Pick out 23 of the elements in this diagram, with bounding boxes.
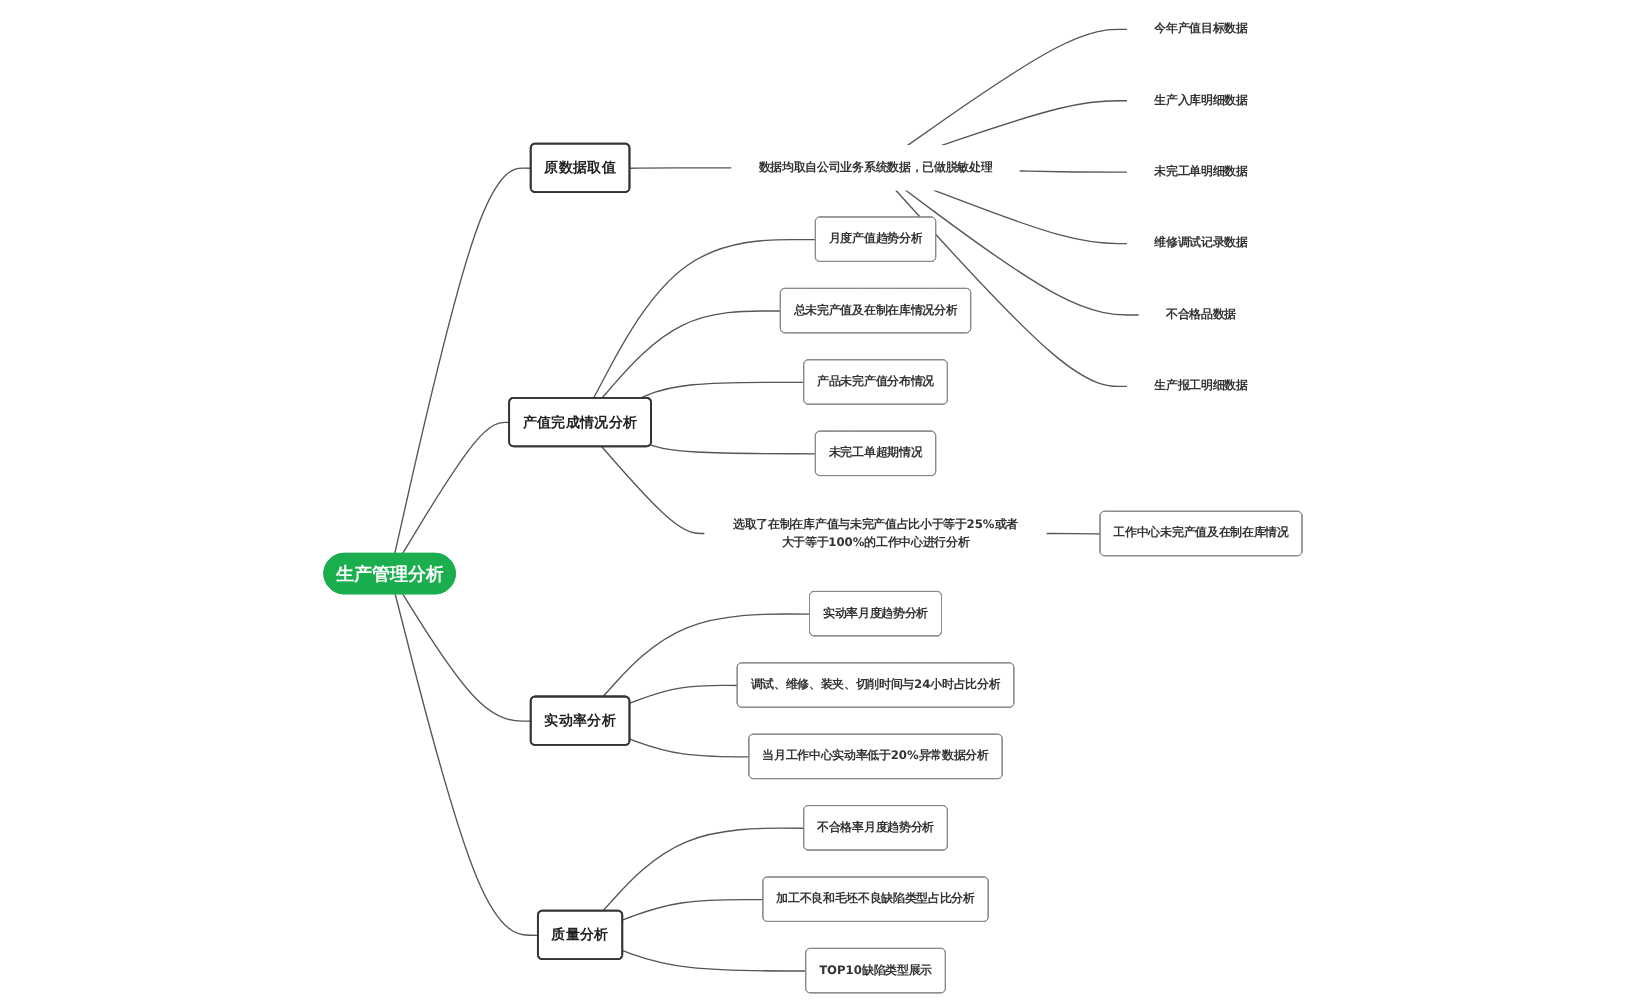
connector [629, 738, 750, 758]
connector [601, 446, 706, 535]
connector [601, 310, 782, 399]
connector [639, 381, 805, 399]
connector [401, 421, 511, 555]
connector [622, 898, 764, 921]
connector [629, 167, 733, 169]
connector [1045, 532, 1102, 535]
connector [932, 189, 1129, 245]
connector [906, 28, 1129, 147]
connector [394, 167, 532, 555]
connector [622, 950, 807, 972]
connector [940, 100, 1129, 147]
connector [602, 827, 805, 912]
connector [894, 189, 1129, 388]
connector [394, 593, 539, 937]
connector [1018, 170, 1129, 173]
connector [592, 238, 817, 399]
connector [629, 684, 739, 704]
connector [402, 593, 532, 722]
connector [649, 444, 817, 455]
connector [602, 613, 811, 698]
connector [904, 189, 1140, 316]
